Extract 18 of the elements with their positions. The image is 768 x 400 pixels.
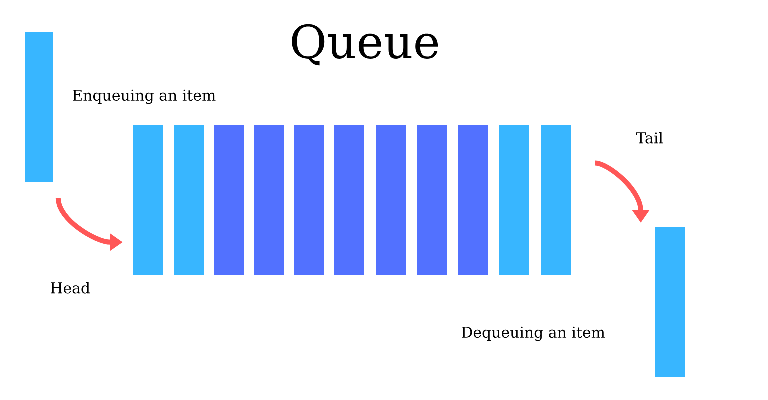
bar: [214, 125, 244, 276]
bar: [499, 125, 530, 276]
bar: [376, 125, 406, 276]
bar: [458, 125, 488, 276]
title: Queue: [292, 24, 438, 66]
bar: [254, 125, 284, 276]
bar: [25, 32, 54, 182]
text-label: Tail: [636, 132, 664, 144]
text-label: Dequeuing an item: [462, 326, 606, 342]
bar: [417, 125, 448, 276]
bar: [541, 125, 572, 276]
bar: [133, 125, 164, 276]
bar: [334, 125, 364, 276]
bar: [174, 125, 204, 276]
bar: [294, 125, 324, 276]
text-label: Head: [51, 282, 90, 294]
bar: [655, 227, 686, 378]
text-label: Enqueuing an item: [73, 90, 216, 104]
